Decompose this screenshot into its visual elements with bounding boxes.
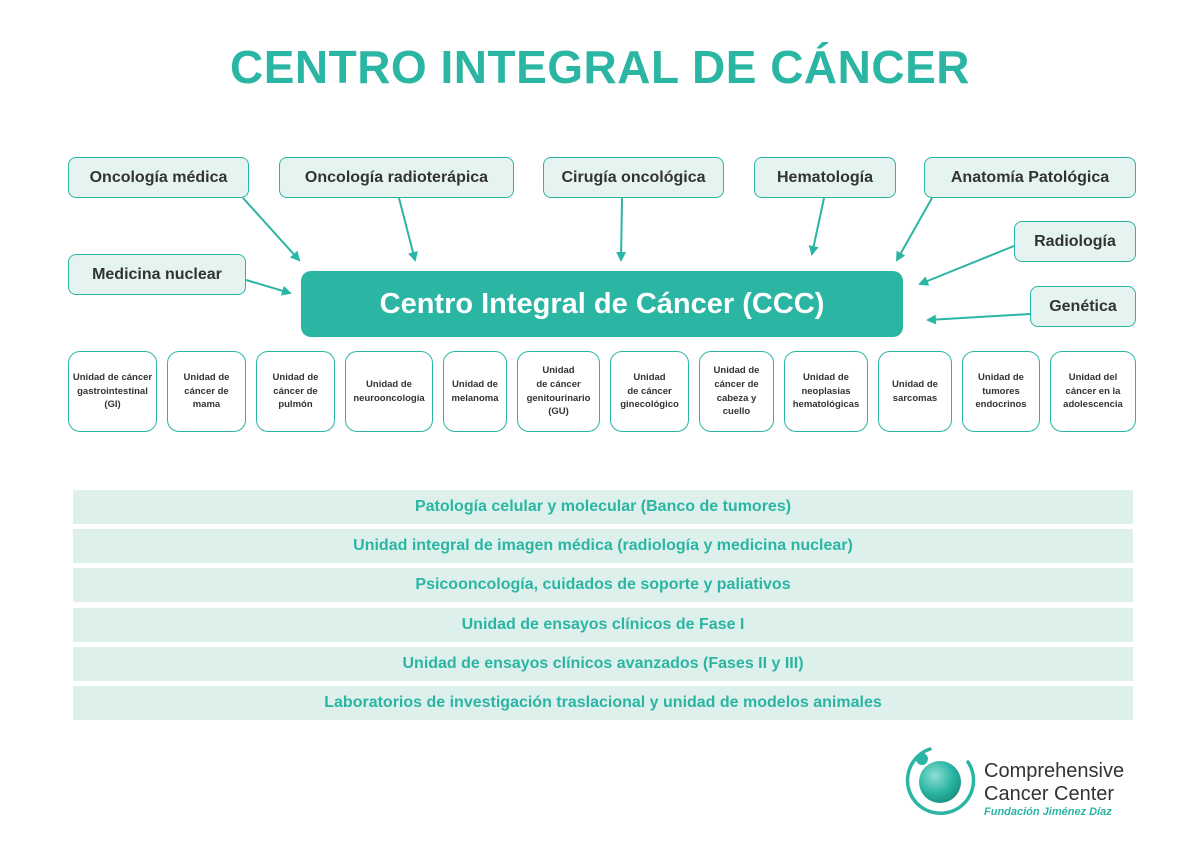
logo-text-line3: Fundación Jiménez Díaz <box>984 806 1112 818</box>
dept-radiologia: Radiología <box>1014 221 1136 262</box>
dept-cirugia-oncologica: Cirugía oncológica <box>543 157 724 198</box>
logo-text-line2: Cancer Center <box>984 783 1115 805</box>
arrow-radiologia <box>918 245 1015 286</box>
arrow-oncologia-radioterapica <box>398 197 418 262</box>
unit-neoplasias-hematologicas: Unidad de neoplasias hematológicas <box>784 351 868 432</box>
dept-oncologia-radioterapica: Oncología radioterápica <box>279 157 514 198</box>
service-laboratorios: Laboratorios de investigación traslacion… <box>73 686 1133 720</box>
unit-mama: Unidad de cáncer de mama <box>167 351 246 432</box>
arrow-genetica <box>926 313 1031 325</box>
unit-cabeza-cuello: Unidad de cáncer de cabeza y cuello <box>699 351 774 432</box>
dept-medicina-nuclear: Medicina nuclear <box>68 254 246 295</box>
service-imagen-medica: Unidad integral de imagen médica (radiol… <box>73 529 1133 563</box>
unit-neurooncologia: Unidad de neurooncología <box>345 351 433 432</box>
arrow-hematologia <box>808 197 825 256</box>
center-box: Centro Integral de Cáncer (CCC) <box>301 271 903 337</box>
dept-genetica: Genética <box>1030 286 1136 327</box>
unit-melanoma: Unidad de melanoma <box>443 351 507 432</box>
arrow-medicina-nuclear <box>245 279 292 296</box>
arrow-cirugia-oncologica <box>616 197 627 262</box>
unit-genitourinario: Unidad de cáncer genitourinario (GU) <box>517 351 600 432</box>
dept-oncologia-medica: Oncología médica <box>68 157 249 198</box>
arrow-anatomia-patologica <box>896 197 933 262</box>
unit-gastrointestinal: Unidad de cáncer gastrointestinal (GI) <box>68 351 157 432</box>
unit-sarcomas: Unidad de sarcomas <box>878 351 952 432</box>
dept-anatomia-patologica: Anatomía Patológica <box>924 157 1136 198</box>
unit-pulmon: Unidad de cáncer de pulmón <box>256 351 335 432</box>
service-patologia: Patología celular y molecular (Banco de … <box>73 490 1133 524</box>
service-psicooncologia: Psicooncología, cuidados de soporte y pa… <box>73 568 1133 602</box>
unit-tumores-endocrinos: Unidad de tumores endocrinos <box>962 351 1040 432</box>
page-title: CENTRO INTEGRAL DE CÁNCER <box>229 41 970 93</box>
dept-hematologia: Hematología <box>754 157 896 198</box>
service-ensayos-fase-i: Unidad de ensayos clínicos de Fase I <box>73 608 1133 642</box>
logo-icon <box>905 747 976 816</box>
service-ensayos-avanzados: Unidad de ensayos clínicos avanzados (Fa… <box>73 647 1133 681</box>
unit-ginecologico: Unidad de cáncer ginecológico <box>610 351 689 432</box>
unit-adolescencia: Unidad del cáncer en la adolescencia <box>1050 351 1136 432</box>
logo-text-line1: Comprehensive <box>984 760 1125 782</box>
arrow-oncologia-medica <box>242 197 301 262</box>
